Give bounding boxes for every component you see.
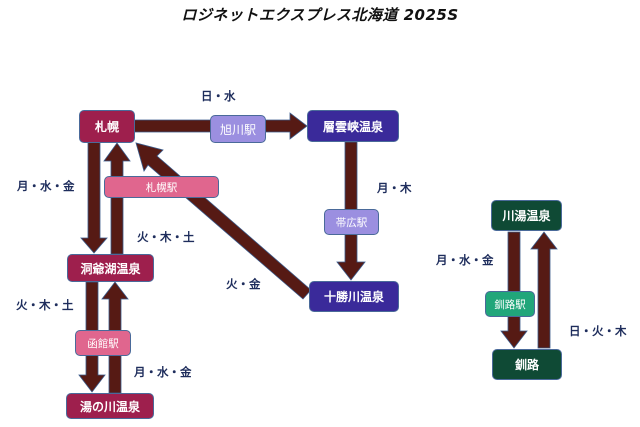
node-sounkyo-onsen: 層雲峡温泉	[307, 110, 399, 142]
arrow-tokachi-to-sapporo	[135, 142, 312, 300]
node-kushiro: 釧路	[492, 349, 562, 380]
station-obihiro: 帯広駅	[324, 209, 379, 235]
days-yunokawa-toya: 月・水・金	[134, 365, 192, 379]
days-sapporo-toya: 月・水・金	[17, 179, 75, 193]
arrow-sapporo-to-toya	[80, 141, 108, 254]
node-tokachigawa-onsen: 十勝川温泉	[309, 281, 399, 312]
node-kawayu-onsen: 川湯温泉	[491, 200, 562, 231]
station-kushiro: 釧路駅	[485, 291, 535, 317]
days-sapporo-sounkyo: 日・水	[201, 89, 236, 103]
arrow-kawayu-to-kushiro	[500, 231, 528, 349]
days-kushiro-kawayu: 日・火・木	[569, 324, 627, 338]
days-toya-yunokawa: 火・木・土	[16, 298, 74, 312]
arrow-kushiro-to-kawayu	[530, 231, 558, 349]
node-toyako-onsen: 洞爺湖温泉	[67, 254, 154, 282]
station-sapporo: 札幌駅	[104, 176, 219, 198]
days-kawayu-kushiro: 月・水・金	[436, 253, 494, 267]
node-sapporo: 札幌	[79, 110, 135, 143]
days-sounkyo-tokachi: 月・木	[377, 181, 412, 195]
station-hakodate: 函館駅	[75, 330, 131, 356]
station-asahikawa: 旭川駅	[210, 115, 266, 143]
days-toya-sapporo: 火・木・土	[137, 230, 195, 244]
node-yunokawa-onsen: 湯の川温泉	[66, 393, 154, 419]
arrow-toya-to-sapporo	[103, 142, 131, 255]
diagram-title: ロジネットエクスプレス北海道 2025S	[181, 6, 459, 24]
days-tokachi-sapporo: 火・金	[226, 277, 261, 291]
